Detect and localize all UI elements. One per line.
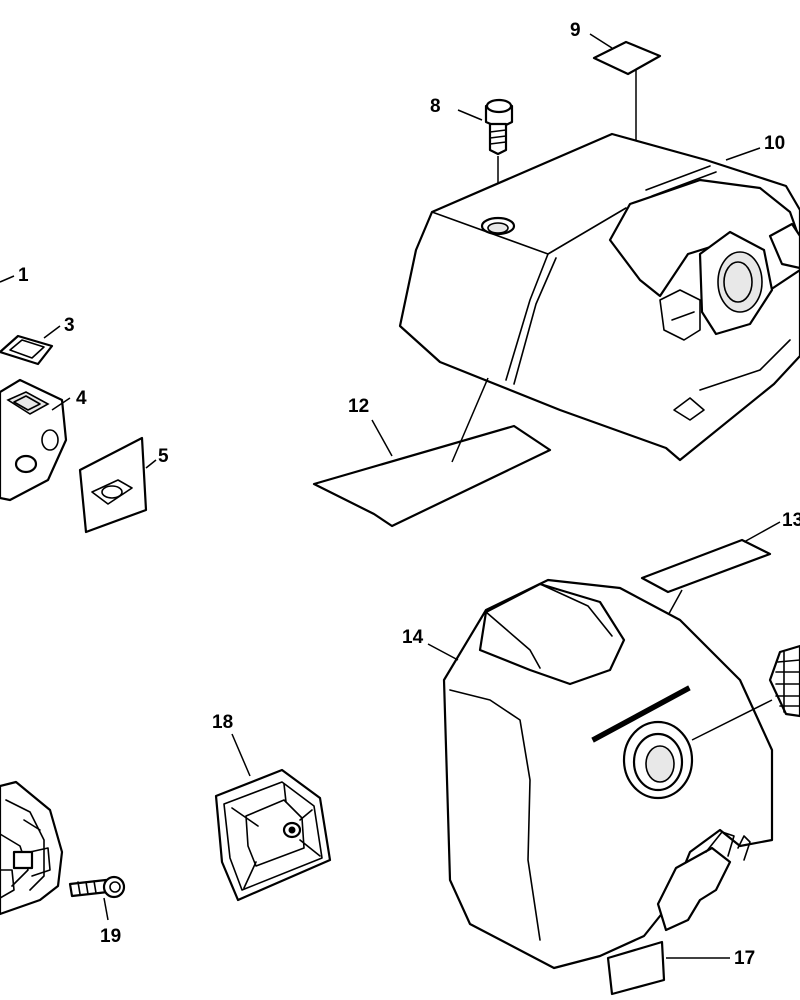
left-carburetor xyxy=(0,780,64,916)
callout-18: 18 xyxy=(212,712,233,733)
part-9-label xyxy=(589,33,662,168)
part-1-leader xyxy=(0,275,15,283)
callout-4: 4 xyxy=(76,388,87,409)
callout-13: 13 xyxy=(782,510,800,531)
part-18-air-filter xyxy=(214,733,332,902)
part-3-gasket-plate xyxy=(0,325,61,366)
part-4-flange-block xyxy=(0,378,71,502)
part-12-foam-strip xyxy=(312,377,552,528)
callout-5: 5 xyxy=(158,446,169,467)
part-10-top-cover xyxy=(398,132,800,462)
callout-17: 17 xyxy=(734,948,755,969)
callout-9: 9 xyxy=(570,20,581,41)
callout-19: 19 xyxy=(100,926,121,947)
knob-right-edge xyxy=(768,644,800,718)
callout-8: 8 xyxy=(430,96,441,117)
part-19-screw xyxy=(68,875,126,921)
callout-12: 12 xyxy=(348,396,369,417)
part-5-gasket xyxy=(78,436,157,534)
callout-3: 3 xyxy=(64,315,75,336)
callout-14: 14 xyxy=(402,627,424,648)
callout-1: 1 xyxy=(18,265,29,286)
part-17-label xyxy=(606,940,730,996)
part-14-shroud xyxy=(427,578,774,970)
part-8-screw xyxy=(457,98,514,220)
callout-10: 10 xyxy=(764,133,785,154)
